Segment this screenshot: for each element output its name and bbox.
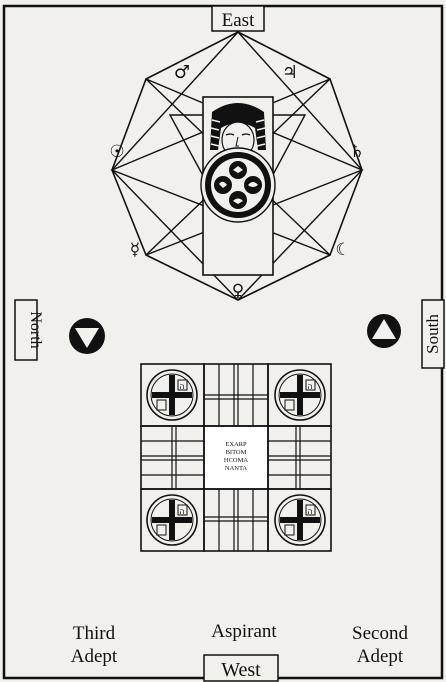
- arm-right-grid: [268, 426, 331, 489]
- tablet-line-2: BITOM: [226, 449, 247, 456]
- tablet-line-3: HCOMA: [224, 457, 249, 464]
- label-north: North: [15, 300, 44, 360]
- tablet-line-1: EXARP: [225, 441, 247, 448]
- north-triangle-icon: [69, 318, 105, 354]
- saturn-icon: ♄: [349, 142, 364, 162]
- aspirant-label: Aspirant: [211, 621, 277, 642]
- medallion-bottom-left: [147, 495, 197, 545]
- third-adept-label-line2: Adept: [71, 646, 118, 667]
- second-adept-label-line2: Adept: [357, 646, 404, 667]
- label-south: South: [422, 300, 444, 368]
- arm-bottom-grid: [204, 489, 268, 551]
- south-text: South: [423, 314, 442, 354]
- mars-icon: ♂: [174, 62, 190, 83]
- label-west: West: [204, 655, 278, 681]
- hebrew-letter-tl: ה: [179, 382, 184, 391]
- mercury-icon: ☿: [130, 240, 140, 260]
- medallion-top-left: [147, 370, 197, 420]
- third-adept-label-line1: Third: [73, 623, 116, 644]
- tablet-arm-bottom: [204, 489, 268, 551]
- medallion-top-right: [275, 370, 325, 420]
- north-text: North: [27, 311, 44, 348]
- sun-icon: ☉: [109, 142, 124, 162]
- moon-icon: ☾: [335, 240, 350, 260]
- medallion-bottom-right: [275, 495, 325, 545]
- arm-top-grid: [204, 364, 268, 426]
- label-east: East: [212, 6, 264, 31]
- kerubic-emblem-icon: [201, 148, 275, 222]
- tablet-inscription: EXARP BITOM HCOMA NANTA: [224, 441, 249, 472]
- arm-left-grid: [141, 426, 204, 489]
- second-adept-label-line1: Second: [352, 623, 408, 644]
- east-text: East: [222, 10, 255, 31]
- hebrew-letter-tr: ה: [307, 382, 312, 391]
- tablet-line-4: NANTA: [225, 465, 248, 472]
- venus-icon: ♀: [232, 281, 244, 301]
- west-text: West: [221, 659, 261, 681]
- hebrew-letter-br: ה: [307, 507, 312, 516]
- jupiter-icon: ♃: [282, 62, 298, 83]
- hebrew-letter-bl: ה: [179, 507, 184, 516]
- south-triangle-icon: [367, 314, 401, 348]
